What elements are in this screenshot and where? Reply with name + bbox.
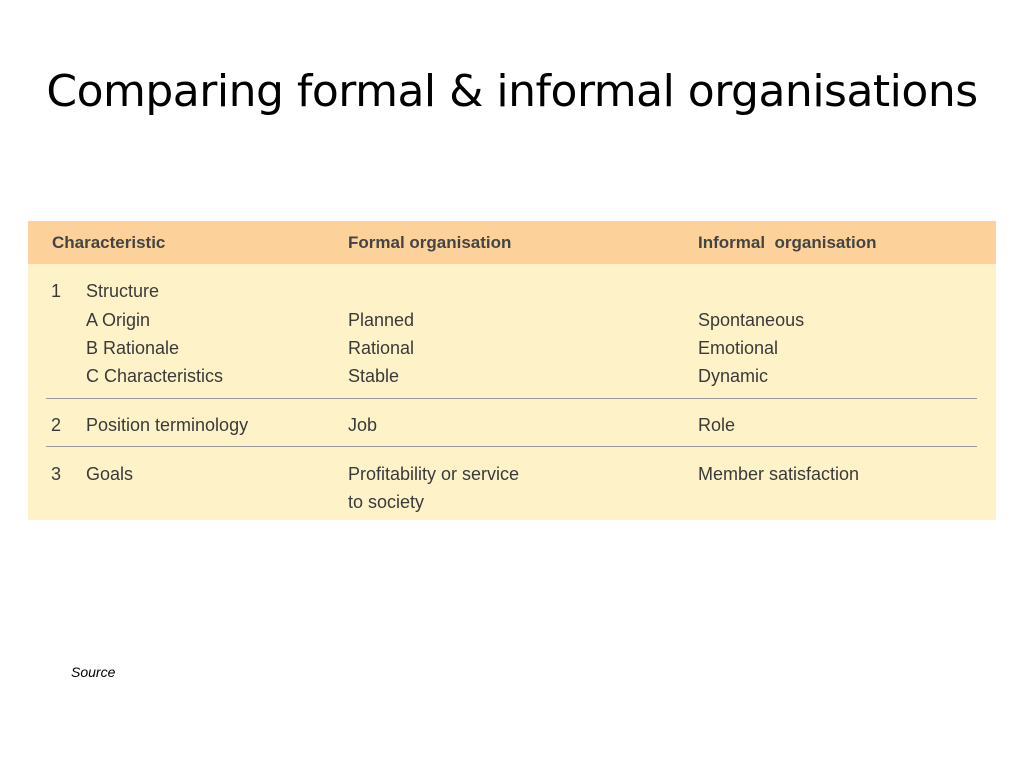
row-formal: Job [348,415,378,435]
row-characteristic: Goals [86,464,134,484]
subrow-characteristic: B Rationale [86,338,180,358]
source-note: Source [71,664,116,680]
row-characteristic: Structure [86,281,160,301]
subrow-characteristic: C Characteristics [86,366,224,386]
row-divider [46,446,977,447]
row-number: 3 [51,464,62,484]
row-divider [46,398,977,399]
row-formal-line: to society [348,492,425,512]
header-formal: Formal organisation [348,233,512,252]
table-header-row: Characteristic Formal organisation Infor… [28,221,996,264]
row-formal-line: Profitability or service [348,464,520,484]
row-characteristic: Position terminology [86,415,249,435]
subrow-formal: Stable [348,366,400,386]
subrow-informal: Spontaneous [698,310,805,330]
subrow-formal: Rational [348,338,415,358]
row-informal: Member satisfaction [698,464,860,484]
slide-title: Comparing formal & informal organisation… [46,66,978,117]
subrow-informal: Dynamic [698,366,769,386]
subrow-characteristic: A Origin [86,310,151,330]
row-number: 1 [51,281,62,301]
row-informal: Role [698,415,736,435]
subrow-informal: Emotional [698,338,779,358]
comparison-table: Characteristic Formal organisation Infor… [28,221,996,520]
subrow-formal: Planned [348,310,415,330]
row-number: 2 [51,415,62,435]
header-characteristic: Characteristic [52,233,166,252]
header-informal: Informal organisation [698,233,877,252]
